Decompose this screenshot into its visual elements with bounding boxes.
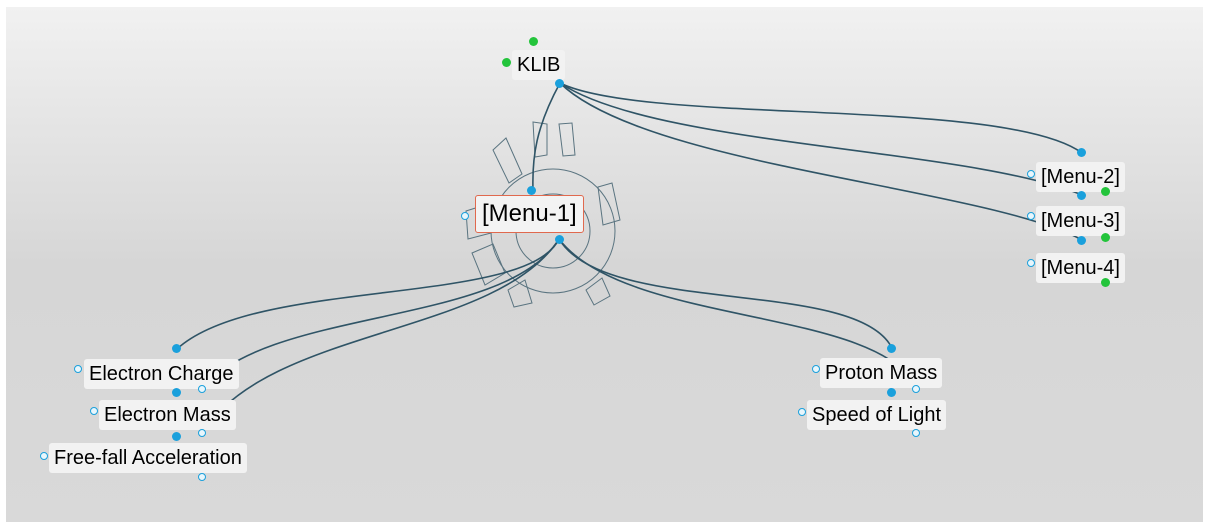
node-menu-2[interactable]: [Menu-2] [1036,162,1125,192]
port-menu-2-active[interactable] [1101,187,1110,196]
node-free-fall-acceleration[interactable]: Free-fall Acceleration [49,443,247,473]
node-menu-3-label: [Menu-3] [1041,210,1120,232]
port-electron-charge-out[interactable] [172,388,181,397]
port-proton-mass-out[interactable] [887,388,896,397]
port-electron-charge-extra[interactable] [198,385,206,393]
node-electron-mass[interactable]: Electron Mass [99,400,236,430]
port-menu-4-left[interactable] [1027,259,1035,267]
port-electron-charge-left[interactable] [74,365,82,373]
port-menu-3-active[interactable] [1101,233,1110,242]
port-electron-mass-extra[interactable] [198,429,206,437]
node-menu-2-label: [Menu-2] [1041,166,1120,188]
wire-menu1-electron-mass [200,238,560,391]
node-klib-label: KLIB [517,54,561,76]
port-proton-mass-in[interactable] [887,344,896,353]
port-menu-3-left[interactable] [1027,212,1035,220]
port-free-fall-left[interactable] [40,452,48,460]
wire-menu1-electron-charge [176,238,560,350]
port-klib-left[interactable] [502,58,511,67]
node-proton-mass-label: Proton Mass [825,362,938,384]
node-menu-3[interactable]: [Menu-3] [1036,206,1125,236]
node-klib[interactable]: KLIB [512,50,566,80]
port-menu-1-out[interactable] [555,235,564,244]
port-menu-2-left[interactable] [1027,170,1035,178]
node-menu-1[interactable]: [Menu-1] [475,195,584,233]
wire-klib-menu1 [532,82,561,191]
wire-klib-menu2 [559,82,1083,154]
radial-menu-ring [465,121,621,308]
wire-paths [176,82,1083,436]
node-electron-mass-label: Electron Mass [104,404,231,426]
node-electron-charge[interactable]: Electron Charge [84,359,239,389]
node-electron-charge-label: Electron Charge [89,363,234,385]
port-speed-of-light-out[interactable] [912,429,920,437]
diagram-canvas[interactable]: KLIB [Menu-1] [Menu-2] [Menu-3] [Menu-4]… [6,7,1203,522]
port-electron-mass-left[interactable] [90,407,98,415]
wire-klib-menu4 [559,82,1083,241]
port-klib-out[interactable] [555,79,564,88]
node-speed-of-light[interactable]: Speed of Light [807,400,946,430]
port-speed-of-light-left[interactable] [798,408,806,416]
wire-menu1-free-fall [200,238,560,436]
port-menu-1-left[interactable] [461,212,469,220]
port-electron-charge-in[interactable] [172,344,181,353]
node-menu-1-label: [Menu-1] [482,200,577,227]
node-menu-4[interactable]: [Menu-4] [1036,253,1125,283]
port-proton-mass-left[interactable] [812,365,820,373]
node-proton-mass[interactable]: Proton Mass [820,358,943,388]
port-free-fall-out[interactable] [198,473,206,481]
port-menu-4-active[interactable] [1101,278,1110,287]
port-klib-top[interactable] [529,37,538,46]
port-menu-2-out[interactable] [1077,191,1086,200]
port-electron-mass-out[interactable] [172,432,181,441]
port-menu-2-in[interactable] [1077,148,1086,157]
node-menu-4-label: [Menu-4] [1041,257,1120,279]
port-proton-mass-extra[interactable] [912,385,920,393]
port-menu-3-out[interactable] [1077,236,1086,245]
node-speed-of-light-label: Speed of Light [812,404,941,426]
wire-klib-menu3 [559,82,1083,196]
port-menu-1-in[interactable] [527,186,536,195]
node-free-fall-label: Free-fall Acceleration [54,447,242,469]
